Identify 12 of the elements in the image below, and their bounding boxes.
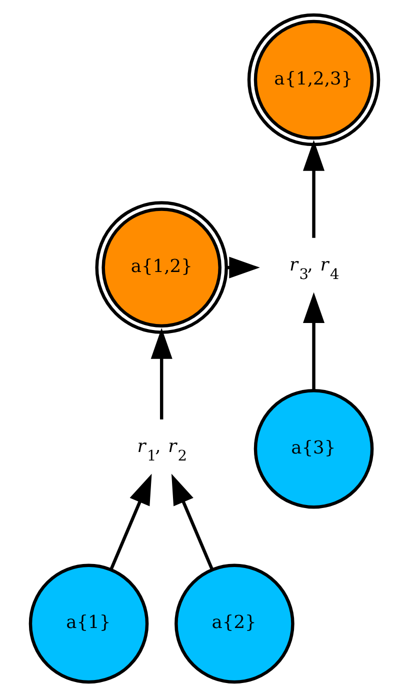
node-circle: a{3} (254, 388, 374, 509)
arrow (302, 140, 325, 238)
node-circle: a{1,2,3} (247, 13, 380, 146)
arrow (110, 474, 152, 570)
node-circle: a{1} (28, 564, 149, 684)
arrow (150, 328, 172, 420)
node-text: r$_{1}$, r$_{2}$ (137, 436, 188, 464)
arrow (302, 292, 325, 390)
node-circle: a{2} (174, 564, 294, 684)
node-text: r$_{3}$, r$_{4}$ (289, 254, 340, 283)
node-circle: a{1,2} (95, 201, 228, 334)
arrow (171, 474, 214, 570)
